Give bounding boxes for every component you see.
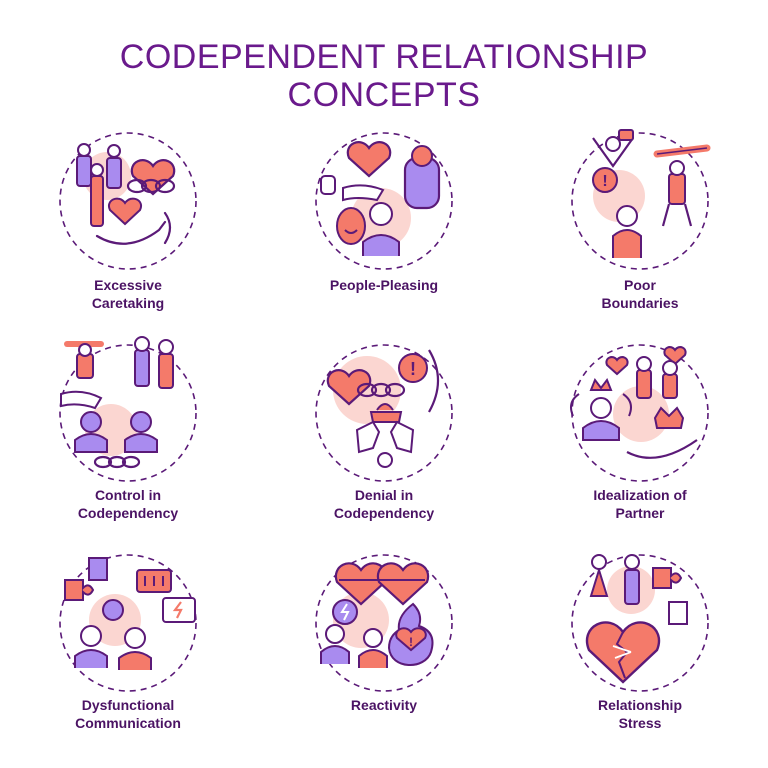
concept-label: Control in Codependency — [0, 486, 256, 522]
broken-heart-puzzle-icon — [571, 554, 709, 692]
concept-label-line-1: Idealization of — [593, 487, 687, 503]
concept-poor-boundaries: ! Poor Boundaries — [512, 118, 768, 328]
concept-label: Poor Boundaries — [512, 276, 768, 312]
title-line-1: CODEPENDENT RELATIONSHIP — [119, 38, 649, 76]
page-title: CODEPENDENT RELATIONSHIP CONCEPTS — [0, 38, 768, 114]
hands-cover-eyes-icon: ! — [315, 344, 453, 482]
concept-label: People-Pleasing — [256, 276, 512, 294]
concept-label-line-2: Codependency — [333, 505, 435, 521]
concept-denial-in-codependency: ! Denial in Codependency — [256, 330, 512, 540]
concept-relationship-stress: Relationship Stress — [512, 540, 768, 750]
concept-label: Reactivity — [256, 696, 512, 714]
concept-idealization-of-partner: Idealization of Partner — [512, 330, 768, 540]
concept-label-line-2: Boundaries — [601, 295, 679, 311]
puppet-alert-icon: ! — [571, 129, 711, 270]
speech-bubble-puzzle-icon — [59, 554, 197, 692]
concept-label-line-2: Partner — [615, 505, 665, 521]
concept-people-pleasing: People-Pleasing — [256, 118, 512, 328]
concept-label-line-2: Caretaking — [91, 295, 165, 311]
concept-label-line-1: Denial in — [354, 487, 414, 503]
svg-text:!: ! — [410, 359, 416, 379]
concept-label-line-1: Control in — [94, 487, 162, 503]
concept-label: Denial in Codependency — [256, 486, 512, 522]
title-line-2: CONCEPTS — [287, 76, 481, 114]
concept-label-line-1: Dysfunctional — [81, 697, 175, 713]
heart-mask-people-icon — [315, 132, 453, 270]
concept-label-line-1: Relationship — [597, 697, 682, 713]
heart-chain-hand-icon — [59, 132, 197, 270]
concept-label-line-1: Excessive — [94, 277, 162, 293]
concept-label-line-2: Stress — [618, 715, 662, 731]
concept-dysfunctional-communication: Dysfunctional Communication — [0, 540, 256, 750]
crown-hearts-icon — [570, 344, 709, 482]
svg-text:!: ! — [409, 635, 413, 649]
concept-label: Relationship Stress — [512, 696, 768, 732]
concept-label: Excessive Caretaking — [0, 276, 256, 312]
concept-label-line-1: Reactivity — [350, 697, 418, 713]
concept-excessive-caretaking: Excessive Caretaking — [0, 118, 256, 328]
concept-label: Dysfunctional Communication — [0, 696, 256, 732]
concept-reactivity: ! Reactivity — [256, 540, 512, 750]
svg-text:!: ! — [602, 173, 607, 190]
concept-label-line-1: Poor — [624, 277, 656, 293]
concept-label-line-1: People-Pleasing — [329, 277, 439, 293]
concept-label: Idealization of Partner — [512, 486, 768, 522]
concept-label-line-2: Codependency — [77, 505, 179, 521]
concept-label-line-2: Communication — [75, 715, 181, 731]
puppet-hand-chain-icon — [59, 336, 197, 482]
concept-control-in-codependency: Control in Codependency — [0, 330, 256, 540]
lightning-heart-fire-icon: ! — [315, 554, 453, 692]
